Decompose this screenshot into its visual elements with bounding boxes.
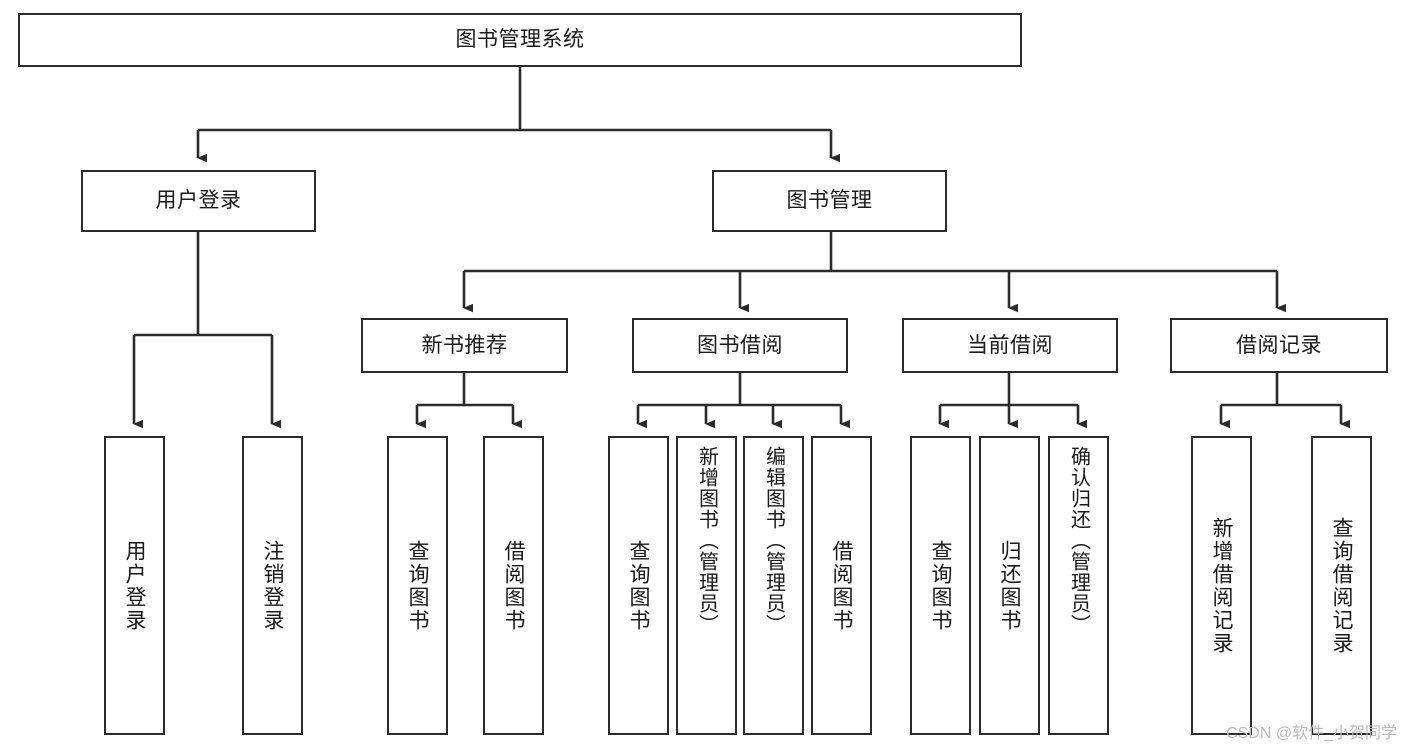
node-label: 注销登录 [261, 539, 284, 632]
csdn-watermark: CSDN @软件_小贺同学 [1226, 725, 1397, 742]
node-label: 图书管理系统 [455, 28, 585, 52]
node-borrow-record[interactable]: 借阅记录 [1170, 318, 1388, 373]
node-label: 借阅图书 [830, 539, 853, 632]
node-label: 查询借阅记录 [1330, 516, 1353, 655]
node-book-borrow[interactable]: 图书借阅 [632, 318, 848, 373]
node-user-login[interactable]: 用户登录 [81, 170, 316, 232]
node-leaf-user-login[interactable]: 用户登录 [104, 436, 165, 735]
node-label: 用户登录 [155, 189, 242, 213]
node-label: 借阅记录 [1236, 333, 1322, 357]
node-leaf-edit-book[interactable]: 编辑图书（管理员） [743, 436, 804, 735]
node-current-borrow[interactable]: 当前借阅 [902, 318, 1118, 373]
node-label: 当前借阅 [967, 333, 1053, 357]
node-leaf-query-book-current[interactable]: 查询图书 [910, 436, 971, 735]
node-leaf-return-book[interactable]: 归还图书 [979, 436, 1040, 735]
node-leaf-add-book[interactable]: 新增图书（管理员） [676, 436, 737, 735]
node-label: 新书推荐 [421, 333, 508, 357]
node-label: 查询图书 [627, 539, 650, 632]
node-leaf-query-book-borrow[interactable]: 查询图书 [608, 436, 669, 735]
node-leaf-add-borrow-record[interactable]: 新增借阅记录 [1191, 436, 1252, 735]
node-label: 借阅图书 [502, 539, 525, 632]
node-label: 用户登录 [123, 539, 146, 632]
node-label: 归还图书 [998, 539, 1021, 632]
node-label: 图书借阅 [697, 333, 783, 357]
node-leaf-confirm-return[interactable]: 确认归还（管理员） [1048, 436, 1109, 735]
node-leaf-query-book-recommend[interactable]: 查询图书 [387, 436, 448, 735]
node-leaf-query-borrow-record[interactable]: 查询借阅记录 [1311, 436, 1372, 735]
node-label: 查询图书 [406, 539, 429, 632]
node-label: 新增借阅记录 [1210, 516, 1233, 655]
node-root-book-management-system[interactable]: 图书管理系统 [18, 13, 1022, 67]
node-label: 图书管理 [786, 189, 873, 213]
node-label: 查询图书 [929, 539, 952, 632]
node-leaf-borrow-book-recommend[interactable]: 借阅图书 [483, 436, 544, 735]
node-label: 新增图书（管理员） [695, 446, 718, 635]
node-leaf-logout-login[interactable]: 注销登录 [242, 436, 303, 735]
node-label: 确认归还（管理员） [1067, 446, 1090, 635]
node-new-book-recommend[interactable]: 新书推荐 [361, 318, 568, 373]
node-leaf-borrow-book-borrow[interactable]: 借阅图书 [811, 436, 872, 735]
node-label: 编辑图书（管理员） [762, 446, 785, 635]
node-book-management[interactable]: 图书管理 [712, 170, 947, 232]
